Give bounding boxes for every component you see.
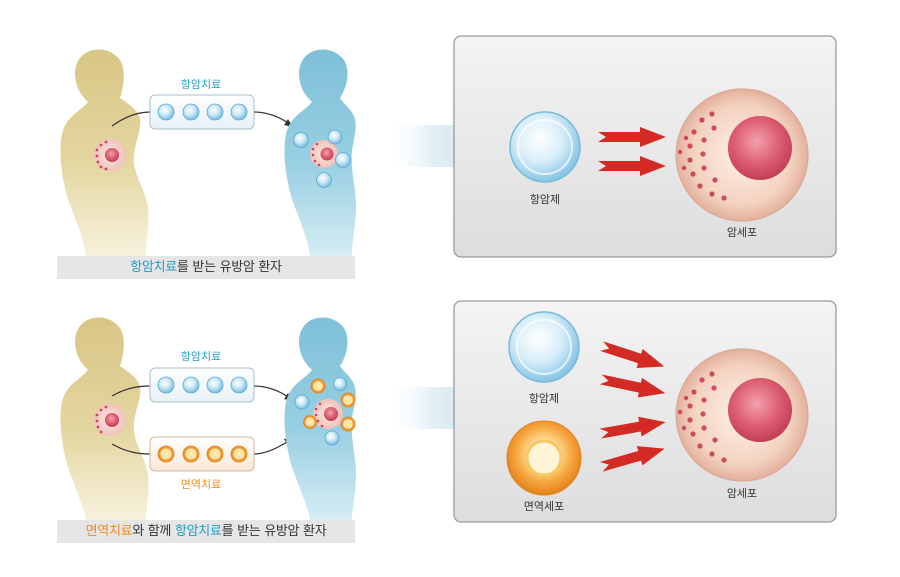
immune-cell-molecules [303, 378, 356, 432]
chemo-label: 항암치료 [181, 78, 221, 91]
chemo-capsule [149, 367, 255, 403]
connector-line [111, 111, 151, 127]
chemo-drug-pills [157, 376, 248, 394]
tumor-nucleus [105, 148, 119, 162]
drug-molecules [294, 377, 347, 446]
cancer-cell-label: 암세포 [727, 226, 757, 239]
tumor-nucleus [105, 413, 119, 427]
caption-highlight-chemo: 항암치료 [130, 260, 177, 275]
cancer-nucleus [728, 116, 792, 180]
anticancer-drug-cell [508, 311, 580, 383]
attack-arrows [598, 127, 666, 176]
caption-text: 를 받는 유방암 환자 [176, 260, 282, 275]
chemo-drug-pills [157, 103, 248, 121]
tumor-dots [314, 402, 324, 428]
caption-text: 와 함께 [132, 524, 175, 539]
tumor-dots [311, 142, 321, 167]
chemo-capsule [149, 94, 255, 130]
connector-line [253, 111, 291, 125]
anticancer-drug-label: 항암제 [529, 392, 559, 405]
cancer-nucleus [728, 378, 792, 442]
caption-highlight-chemo: 항암치료 [174, 524, 222, 539]
tumor-nucleus [320, 147, 334, 161]
chemo-label: 항암치료 [181, 350, 221, 363]
connector-line [111, 443, 151, 455]
cancer-cell-label: 암세포 [727, 487, 757, 500]
cancer-cell-dots [677, 371, 727, 463]
connector-line [111, 385, 151, 397]
connector-line [253, 385, 291, 399]
caption-text: 를 받는 유방암 환자 [221, 524, 327, 539]
anticancer-drug-label: 항암제 [530, 193, 560, 206]
immune-cell-label: 면역세포 [524, 500, 564, 513]
tumor-dots [95, 140, 108, 171]
anticancer-drug-cell [509, 111, 581, 183]
tumor-nucleus [324, 407, 338, 421]
cancer-cell-dots [677, 111, 727, 201]
tumor-dots [95, 405, 108, 434]
immune-capsule [149, 436, 255, 472]
caption-combined-patient: 면역치료와 함께 항암치료를 받는 유방암 환자 [57, 520, 355, 543]
drug-molecules [293, 129, 351, 188]
caption-chemo-patient: 항암치료를 받는 유방암 환자 [57, 256, 355, 279]
caption-highlight-immune: 면역치료 [85, 524, 133, 539]
immune-label: 면역치료 [181, 478, 221, 491]
connector-line [253, 439, 291, 455]
immune-cell-pills [157, 445, 248, 463]
attack-arrows [599, 341, 666, 472]
